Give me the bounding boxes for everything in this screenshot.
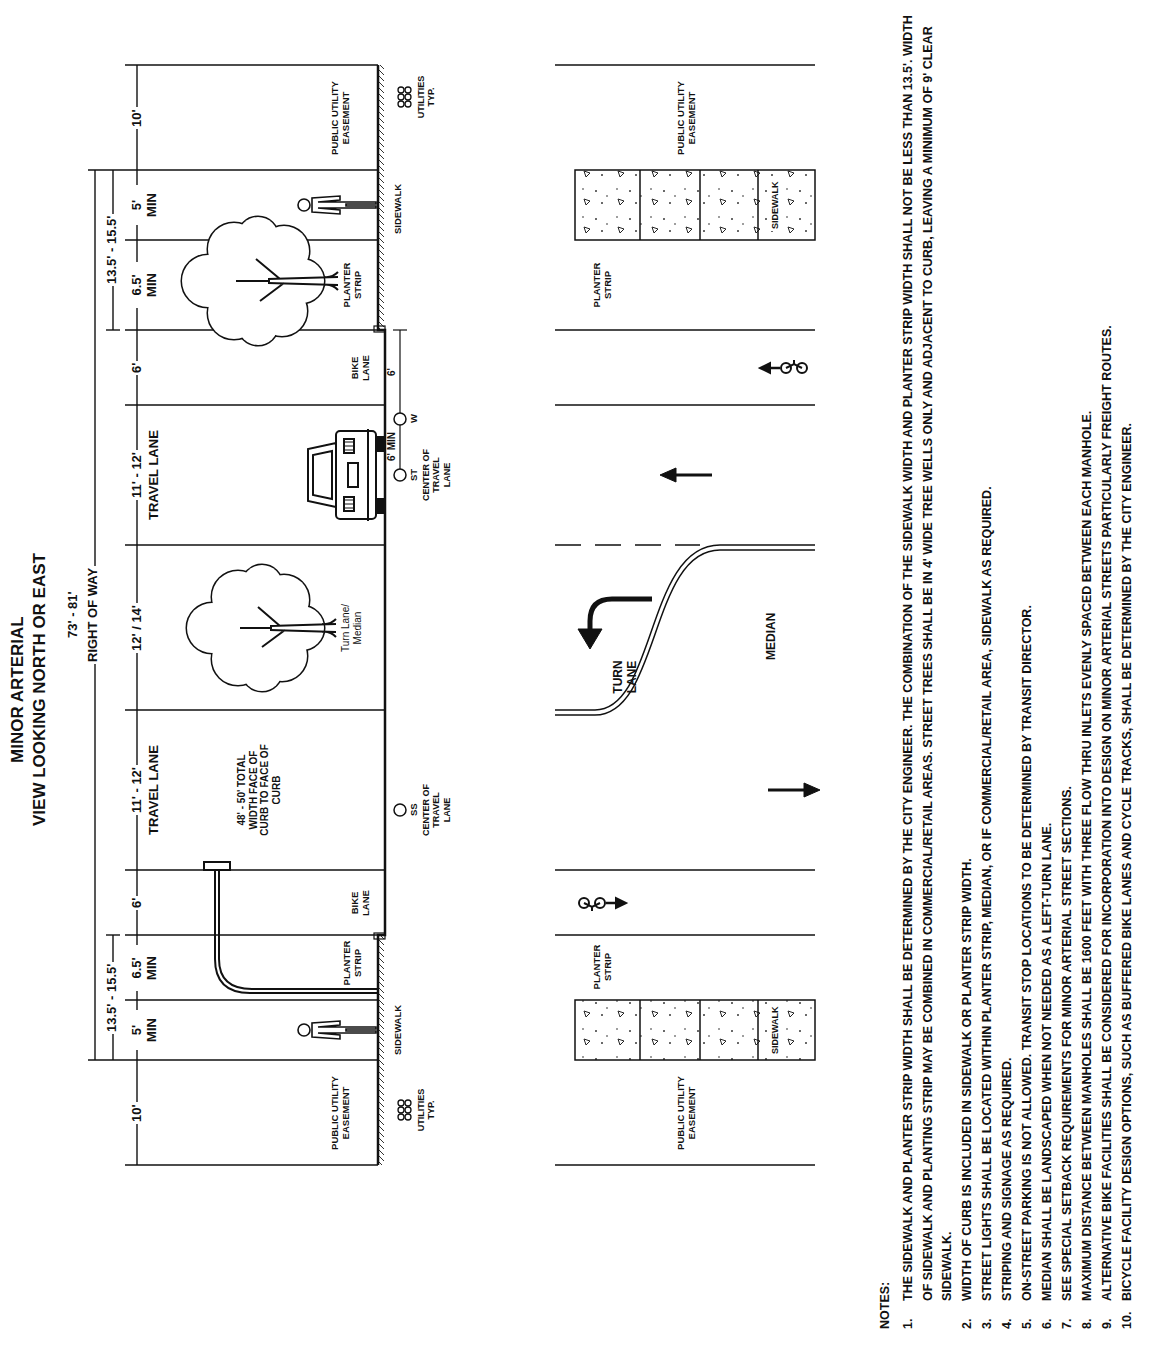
note-text: WIDTH OF CURB IS INCLUDED IN SIDEWALK OR… [958, 9, 978, 1301]
dimension-label: 11' - 12' [130, 765, 145, 815]
note-number: 3. [978, 1319, 998, 1329]
planter-label: PLANTER STRIP [342, 259, 364, 311]
notes-heading: NOTES: [878, 1282, 892, 1329]
lane-label: TRAVEL LANE [147, 743, 162, 837]
note-text: THE SIDEWALK AND PLANTER STRIP WIDTH SHA… [899, 9, 958, 1301]
bike-lane-label: BIKE LANE [350, 346, 372, 390]
pedestrian [298, 196, 376, 1039]
sidewalk-label: SIDEWALK [770, 179, 780, 231]
note-number: 9. [1098, 1319, 1118, 1329]
note-text: ON-STREET PARKING IS NOT ALLOWED. TRANSI… [1018, 9, 1038, 1301]
dimension-label: 13.5' - 15.5' [105, 214, 120, 286]
dimension-label: 73' - 81' [66, 591, 81, 638]
planter-label: PLANTER STRIP [342, 940, 364, 986]
note-number: 1. [899, 1319, 919, 1329]
dimension-label: 11' - 12' [130, 450, 145, 500]
planter-label: PLANTER STRIP [592, 941, 614, 993]
note-text: ALTERNATIVE BIKE FACILITIES SHALL BE CON… [1098, 9, 1118, 1301]
dimension-label: 6.5' MIN [130, 945, 160, 991]
dimension-label: 6' [130, 361, 145, 375]
pipe-label: SS [409, 803, 420, 816]
planter-label: PLANTER STRIP [592, 259, 614, 311]
median-label: MEDIAN [765, 613, 779, 660]
drawing-subtitle: VIEW LOOKING NORTH OR EAST [30, 553, 50, 826]
note-number: 7. [1058, 1319, 1078, 1329]
drawing-title: MINOR ARTERIAL [8, 616, 28, 763]
note-number: 8. [1078, 1319, 1098, 1329]
pipe-symbol [394, 413, 406, 816]
note-text: SEE SPECIAL SETBACK REQUIREMENTS FOR MIN… [1058, 9, 1078, 1301]
sidewalk-label: SIDEWALK [393, 1005, 404, 1055]
pipe-label: ST [409, 469, 420, 481]
note-number: 6. [1038, 1319, 1058, 1329]
dimension-label: 5' MIN [130, 185, 160, 225]
turn-lane-label: TURN LANE [612, 655, 640, 699]
easement-label: PUBLIC UTILITY EASEMENT [330, 1073, 352, 1153]
dimension-label: 6.5' MIN [130, 262, 160, 308]
section-lines [88, 65, 385, 1165]
easement-label: PUBLIC UTILITY EASEMENT [330, 78, 352, 158]
pipe-location-label: CENTER OF TRAVEL LANE [421, 448, 452, 502]
dimension-label: 13.5' - 15.5' [105, 962, 120, 1034]
bike-lane-label: BIKE LANE [350, 881, 372, 925]
dimension-label: 6' [386, 368, 398, 376]
dimension-label: RIGHT OF WAY [86, 566, 101, 664]
dimension-label: 6' [130, 896, 145, 910]
note-text: MAXIMUM DISTANCE BETWEEN MANHOLES SHALL … [1078, 9, 1098, 1301]
ground-line [378, 65, 385, 1165]
width-note: 48' - 50' TOTAL WIDTH FACE OF CURB TO FA… [236, 742, 282, 838]
easement-label: PUBLIC UTILITY EASEMENT [676, 78, 698, 158]
dimension-label: 10' [130, 107, 145, 129]
median-tree [187, 565, 336, 691]
note-number: 5. [1018, 1319, 1038, 1329]
car-rear-view [308, 429, 385, 521]
note-text: BICYCLE FACILITY DESIGN OPTIONS, SUCH AS… [1118, 9, 1138, 1301]
note-text: STREET LIGHTS SHALL BE LOCATED WITHIN PL… [978, 9, 998, 1301]
bike-symbol [579, 360, 807, 911]
note-number: 2. [958, 1319, 978, 1329]
note-text: STRIPING AND SIGNAGE AS REQUIRED. [998, 9, 1018, 1301]
sidewalk-plan [575, 170, 815, 1060]
pipe-location-label: CENTER OF TRAVEL LANE [421, 783, 452, 837]
sidewalk-label: SIDEWALK [770, 1004, 780, 1056]
dimension-label: 10' [130, 1102, 145, 1124]
dimension-label: 12' / 14' [130, 603, 145, 653]
utilities-label: UTILITIES TYP. [416, 69, 437, 125]
dimension-label: 6' MIN [386, 432, 398, 461]
note-number: 4. [998, 1319, 1018, 1329]
median-label: Turn Lane/ Median [340, 596, 363, 660]
lane-label: TRAVEL LANE [147, 428, 162, 522]
street-light [204, 862, 378, 993]
dimension-label: 5' MIN [130, 1010, 160, 1050]
sidewalk-label: SIDEWALK [393, 184, 404, 234]
utilities-label: UTILITIES TYP. [416, 1082, 437, 1138]
lane-arrows [578, 468, 820, 797]
easement-label: PUBLIC UTILITY EASEMENT [676, 1073, 698, 1153]
note-text: MEDIAN SHALL BE LANDSCAPED WHEN NOT NEED… [1038, 9, 1058, 1301]
utilities-symbol [398, 87, 411, 1120]
plan-view-lines [555, 65, 815, 1165]
street-tree [182, 217, 338, 345]
pipe-label: W [409, 414, 420, 423]
note-number: 10. [1118, 1312, 1138, 1329]
